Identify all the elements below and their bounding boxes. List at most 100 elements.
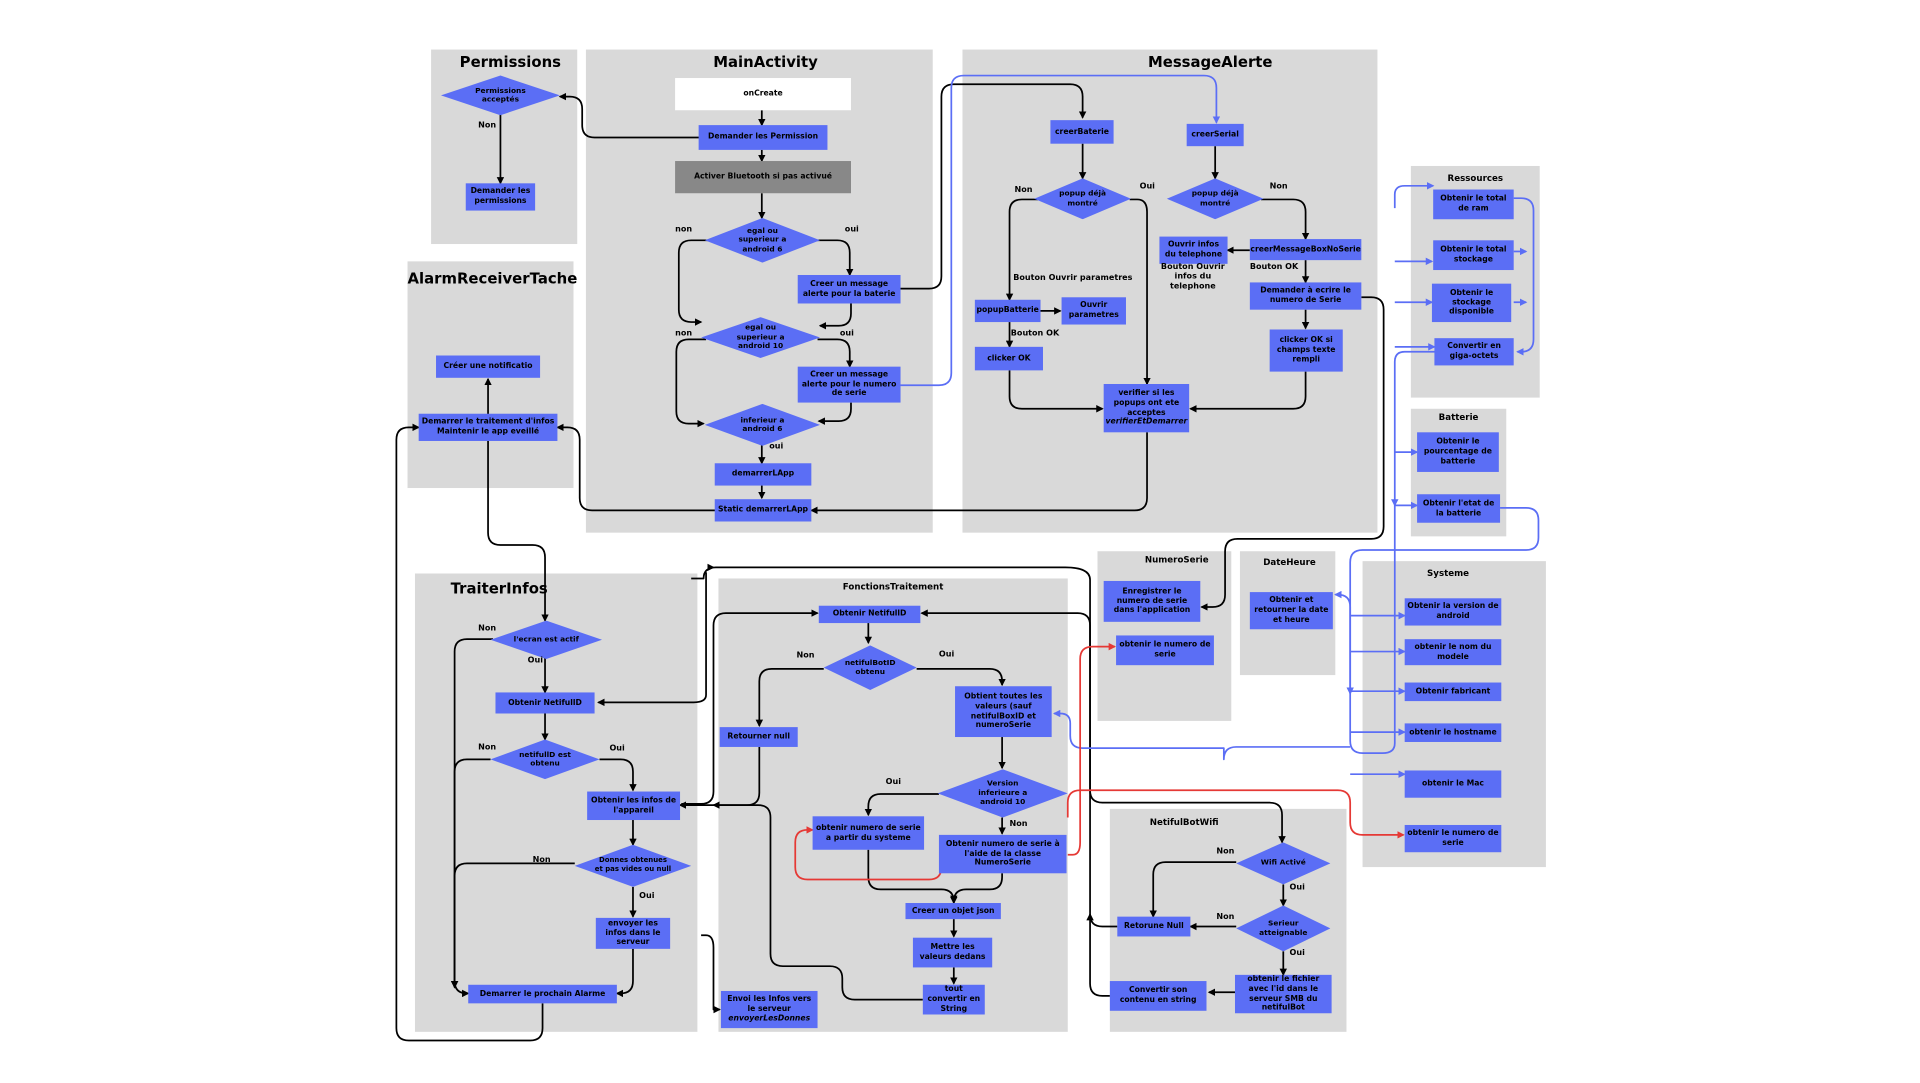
box-creer-baterie: creerBaterie	[1050, 120, 1114, 144]
box-demarrer-lapp: demarrerLApp	[714, 463, 812, 486]
decision-ecran-actif: l'ecran est actif	[490, 620, 603, 659]
box-clicker-ok-champs: clicker OK si champs texte rempli	[1269, 329, 1343, 372]
panel-title-traiter-infos: TraiterInfos	[450, 579, 548, 598]
decision-botid-obtenu: netifulBotID obtenu	[823, 645, 917, 690]
label-oui-ecran: Oui	[527, 655, 544, 666]
box-obtenir-fichier: obtenir le fichier avec l'id dans le ser…	[1234, 974, 1332, 1014]
box-demander-permission: Demander les Permission	[698, 125, 828, 150]
box-convertir-giga: Convertir en giga-octets	[1434, 338, 1514, 366]
box-date-heure: Obtenir et retourner la date et heure	[1249, 592, 1333, 630]
decision-serveur-atteignable: Serieur atteignable	[1236, 905, 1331, 952]
panel-title-ressources: Ressources	[1447, 173, 1504, 184]
decision-popup-baterie: popup déjà montré	[1034, 178, 1131, 220]
label-non-wifi: Non	[1216, 846, 1235, 856]
panel-title-permissions: Permissions	[459, 53, 561, 71]
box-demander-serie: Demander à ecrire le numero de Serie	[1249, 282, 1362, 310]
box-convertir-string: tout convertir en String	[922, 984, 985, 1015]
box-enregistrer-serie: Enregistrer le numero de serie dans l'ap…	[1103, 580, 1201, 622]
box-message-serie: Creer un message alerte pour le numero d…	[797, 366, 901, 403]
box-total-stockage: Obtenir le total stockage	[1433, 240, 1514, 271]
box-creer-serial: creerSerial	[1186, 123, 1244, 147]
box-obtenir-netifulid: Obtenir NetifullD	[495, 692, 595, 714]
label-bouton-ok-left: Bouton OK	[1010, 328, 1060, 339]
box-prochain-alarme: Demarrer le prochain Alarme	[468, 984, 617, 1004]
label-oui-botid: Oui	[938, 649, 955, 659]
decision-netifulid-obtenu: netifullD est obtenu	[490, 739, 600, 780]
box-fonctions-obtenir-netifulid: Obtenir NetifullD	[818, 605, 921, 624]
label-non-popup1: Non	[1014, 184, 1033, 195]
label-oui-netifulid: Oui	[609, 743, 625, 754]
verifier-function: verifierEtDemarrer	[1105, 417, 1188, 427]
box-nom-modele: obtenir le nom du modele	[1404, 639, 1502, 666]
box-toutes-valeurs: Obtient toutes les valeurs (sauf netiful…	[955, 686, 1052, 738]
panel-title-batterie: Batterie	[1438, 412, 1479, 423]
box-fabricant: Obtenir fabricant	[1404, 682, 1502, 702]
panel-title-systeme: Systeme	[1427, 568, 1470, 579]
box-convertir-contenu: Convertir son contenu en string	[1109, 981, 1207, 1011]
box-hostname: obtenir le hostname	[1404, 723, 1502, 742]
box-demarrer-traitement: Demarrer le traitement d'infos Maintenir…	[418, 413, 558, 441]
envoi-serveur-text: Envoi les Infos vers le serveur	[727, 995, 812, 1014]
box-version-android: Obtenir la version de android	[1404, 598, 1502, 626]
label-oui-android6: oui	[844, 224, 859, 235]
box-oncreate: onCreate	[675, 78, 851, 111]
box-clicker-ok: clicker OK	[974, 346, 1043, 371]
box-creer-notification: Créer une notificatio	[436, 355, 541, 378]
label-non-netifulid: Non	[478, 741, 497, 752]
box-static-demarrer-lapp: Static demarrerLApp	[714, 499, 812, 522]
box-serie-classe: Obtenir numero de serie à l'aide de la c…	[938, 834, 1067, 874]
label-oui-wifi: Oui	[1289, 881, 1305, 892]
verifier-text: verifier si les popups ont ete acceptes	[1113, 388, 1180, 417]
label-oui-version: Oui	[885, 776, 902, 787]
label-oui-donnees: Oui	[639, 890, 655, 901]
decision-donnees-obtenues: Donnes obtenues et pas vides ou null	[574, 844, 692, 887]
decision-version-android10: Version inferieure a android 10	[937, 769, 1068, 818]
demarrer-traitement-line2: Maintenir le app eveillé	[437, 427, 540, 437]
label-non-permissions: Non	[478, 120, 497, 131]
label-non-version: Non	[1009, 818, 1028, 829]
label-bouton-ok-right: Bouton OK	[1249, 261, 1299, 272]
box-retourne-null: Retorune Null	[1117, 916, 1191, 937]
panel-title-netiful-bot-wifi: NetifulBotWifi	[1149, 817, 1219, 828]
box-message-baterie: Creer un message alerte pour la baterie	[797, 274, 901, 304]
decision-below-android6: inferieur a android 6	[704, 403, 821, 446]
box-serie-systeme: obtenir numero de serie a partir du syst…	[812, 816, 925, 850]
label-non-donnees: Non	[532, 854, 551, 865]
decision-android6: egal ou superieur a android 6	[704, 218, 821, 263]
box-total-ram: Obtenir le total de ram	[1433, 189, 1514, 220]
panel-title-numero-serie: NumeroSerie	[1144, 554, 1209, 565]
label-non-botid: Non	[796, 650, 815, 661]
box-serie-systeme-panel: obtenir le numero de serie	[1404, 824, 1502, 853]
box-obtenir-infos: Obtenir les infos de l'appareil	[587, 791, 681, 821]
label-non-android6: non	[675, 224, 693, 235]
label-bouton-ouvrir-params: Bouton Ouvrir parametres	[1013, 272, 1133, 283]
panel-title-fonctions-traitement: FonctionsTraitement	[842, 582, 944, 593]
decision-popup-serial: popup déjà montré	[1166, 178, 1264, 220]
label-non-android10: non	[675, 328, 693, 339]
label-oui-popup1: Oui	[1139, 180, 1155, 191]
box-demander-permissions: Demander les permissions	[465, 183, 536, 211]
box-ouvrir-parametres: Ouvrir parametres	[1061, 297, 1126, 325]
label-oui-android10: oui	[839, 328, 854, 339]
box-ouvrir-infos: Ouvrir infos du telephone	[1159, 236, 1228, 264]
box-etat-batterie: Obtenir l'etat de la batterie	[1417, 494, 1501, 523]
label-non-serveur: Non	[1216, 911, 1235, 922]
decision-android10: egal ou superieur a android 10	[701, 317, 821, 358]
box-mac: obtenir le Mac	[1404, 770, 1502, 798]
box-obtenir-serie: obtenir le numero de serie	[1116, 635, 1214, 666]
decision-permissions-accepted: Permissions acceptés	[440, 75, 560, 116]
panel-title-main-activity: MainActivity	[713, 53, 818, 71]
panel-title-alarm-receiver: AlarmReceiverTache	[407, 270, 578, 288]
box-creer-message-box: creerMessageBoxNoSerie	[1249, 239, 1362, 261]
panel-title-message-alerte: MessageAlerte	[1147, 53, 1273, 71]
label-bouton-ouvrir-infos: Bouton Ouvrir infos du telephone	[1160, 261, 1225, 291]
panel-title-date-heure: DateHeure	[1263, 557, 1316, 568]
box-verifier: verifier si les popups ont ete acceptes …	[1103, 383, 1190, 433]
box-envoi-serveur: Envoi les Infos vers le serveur envoyerL…	[720, 990, 818, 1029]
label-oui-below6: oui	[769, 440, 784, 451]
demarrer-traitement-line1: Demarrer le traitement d'infos	[421, 417, 555, 427]
box-mettre-valeurs: Mettre les valeurs dedans	[912, 937, 993, 968]
box-objet-json: Creer un objet json	[905, 903, 1001, 920]
